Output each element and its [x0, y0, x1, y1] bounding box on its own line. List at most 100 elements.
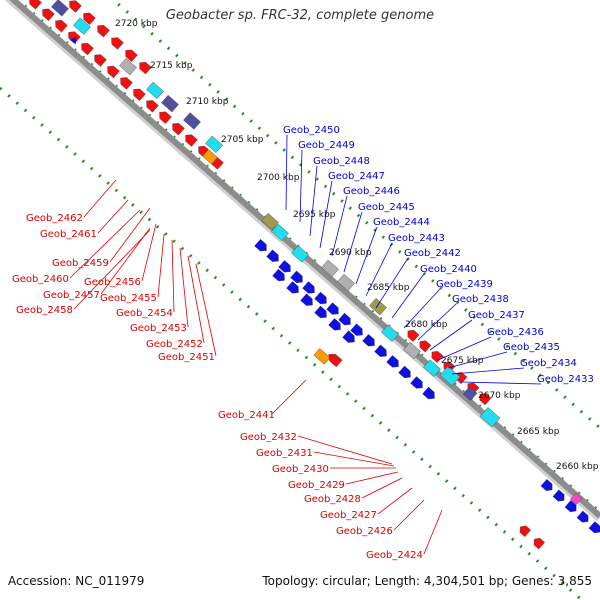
- forward-gene-shape: [350, 323, 363, 336]
- forward-leader-line: [331, 195, 348, 257]
- forward-leader-line: [299, 149, 303, 223]
- forward-gene: [342, 330, 355, 343]
- reverse-gene-label: Geob_2454: [116, 308, 173, 319]
- forward-leader-line: [451, 367, 525, 375]
- reverse-leader-line: [179, 247, 189, 328]
- forward-gene-label: Geob_2439: [436, 279, 493, 290]
- forward-leader-line: [391, 273, 425, 319]
- reverse-gene: [97, 25, 110, 38]
- reverse-gene-label: Geob_2453: [130, 323, 187, 334]
- reverse-gene: [120, 77, 133, 90]
- forward-gene: [272, 268, 285, 282]
- forward-leader-line: [285, 134, 288, 211]
- forward-gene-labels: Geob_2450Geob_2449Geob_2448Geob_2447Geob…: [283, 125, 594, 385]
- reverse-leader-line: [187, 255, 205, 344]
- rna-feature: [439, 365, 461, 387]
- forward-gene: [374, 344, 387, 357]
- reverse-gene-label: Geob_2462: [26, 213, 83, 224]
- forward-gene-shape: [374, 344, 387, 357]
- misc-feature: [337, 273, 355, 292]
- forward-gene: [410, 376, 423, 389]
- reverse-gene-label: Geob_2427: [320, 510, 377, 521]
- misc-feature-shape: [51, 0, 69, 17]
- reverse-leader-line: [423, 509, 443, 555]
- reverse-gene: [83, 12, 96, 25]
- forward-leader-line: [459, 381, 542, 385]
- misc-feature: [313, 348, 331, 365]
- misc-feature: [570, 492, 582, 505]
- reverse-gene-shape: [159, 111, 172, 124]
- misc-feature: [146, 81, 164, 100]
- kbp-tick-label: 2690 kbp: [329, 248, 372, 258]
- rna-feature-shape: [439, 365, 461, 387]
- misc-feature-shape: [202, 149, 218, 165]
- forward-gene: [422, 386, 435, 400]
- reverse-gene-label: Geob_2457: [43, 290, 100, 301]
- reverse-gene-label: Geob_2456: [84, 277, 141, 288]
- forward-gene-shape: [290, 270, 303, 283]
- forward-gene-label: Geob_2435: [503, 342, 560, 353]
- forward-gene-label: Geob_2448: [313, 156, 370, 167]
- reverse-gene-label: Geob_2424: [366, 550, 423, 561]
- forward-gene: [286, 281, 299, 294]
- forward-gene-shape: [362, 334, 375, 347]
- forward-leader-line: [429, 319, 473, 351]
- forward-gene-label: Geob_2449: [298, 140, 355, 151]
- reverse-gene-shape: [69, 0, 82, 13]
- misc-feature-shape: [261, 212, 279, 231]
- forward-gene: [266, 249, 279, 262]
- forward-leader-line: [417, 303, 457, 341]
- forward-gene: [314, 305, 327, 319]
- reverse-gene: [146, 100, 159, 113]
- misc-feature-shape: [313, 348, 331, 365]
- reverse-gene: [419, 340, 432, 353]
- reverse-gene: [533, 537, 545, 550]
- reverse-gene: [328, 354, 343, 368]
- misc-feature: [183, 112, 201, 130]
- misc-feature-shape: [369, 297, 387, 316]
- forward-gene-shape: [254, 239, 267, 252]
- reverse-gene: [107, 65, 120, 79]
- reverse-gene-label: Geob_2458: [16, 305, 73, 316]
- reverse-gene: [159, 111, 172, 124]
- reverse-gene-shape: [42, 8, 55, 21]
- forward-leader-line: [355, 226, 378, 285]
- forward-leader-line: [309, 165, 318, 237]
- misc-feature: [271, 223, 289, 242]
- misc-feature-shape: [73, 17, 91, 35]
- reverse-leader-line: [393, 499, 425, 531]
- forward-gene-shape: [540, 479, 553, 491]
- forward-gene-shape: [386, 355, 399, 368]
- forward-gene: [588, 521, 600, 534]
- forward-gene-label: Geob_2437: [468, 310, 525, 321]
- reverse-leader-line: [141, 223, 157, 282]
- misc-feature-shape: [119, 57, 137, 76]
- reverse-leader-line: [83, 179, 117, 218]
- misc-feature: [161, 94, 179, 113]
- forward-leader-line: [365, 242, 393, 297]
- summary-text: Topology: circular; Length: 4,304,501 bp…: [262, 574, 592, 588]
- forward-gene-label: Geob_2438: [452, 294, 509, 305]
- forward-gene-shape: [266, 249, 279, 262]
- reverse-gene-shape: [431, 351, 444, 363]
- misc-feature: [462, 386, 478, 401]
- misc-feature: [119, 57, 137, 76]
- forward-gene-label: Geob_2450: [283, 125, 340, 136]
- forward-gene-label: Geob_2445: [358, 202, 415, 213]
- forward-gene: [576, 510, 589, 523]
- forward-gene-shape: [422, 386, 435, 400]
- misc-feature: [369, 297, 387, 316]
- reverse-gene-shape: [120, 77, 133, 90]
- forward-gene-shape: [286, 281, 299, 294]
- forward-gene-shape: [398, 365, 411, 379]
- reverse-gene: [479, 393, 492, 406]
- reverse-leader-line: [313, 451, 395, 467]
- forward-gene: [302, 281, 315, 294]
- forward-gene-shape: [326, 302, 339, 315]
- rna-feature-shape: [479, 407, 501, 428]
- kbp-tick-label: 2680 kbp: [405, 320, 448, 330]
- misc-feature: [51, 0, 69, 17]
